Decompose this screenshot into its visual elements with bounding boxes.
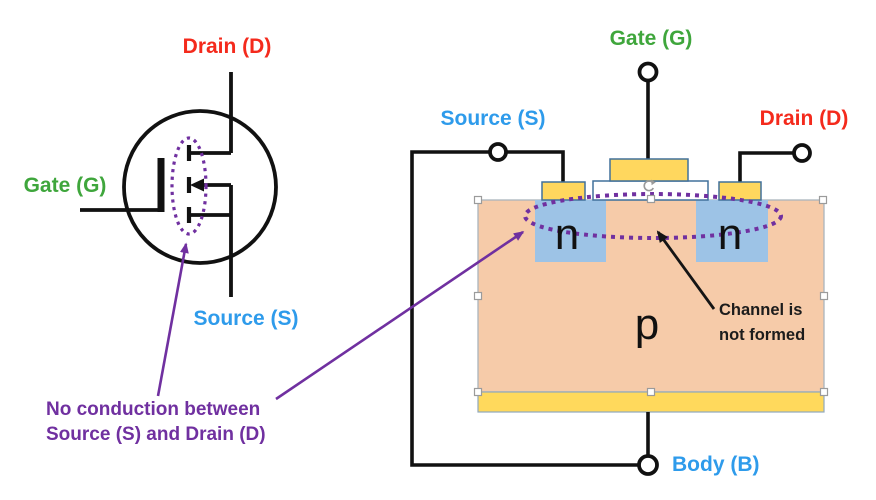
- section-body-label: Body (B): [672, 453, 760, 476]
- symbol-drain-label: Drain (D): [183, 35, 272, 58]
- handle-bottom-left[interactable]: [473, 387, 483, 397]
- handle-top-right[interactable]: [818, 195, 828, 205]
- mosfet-cross-section: n n p Gate (G) Source (S) Drain (D) Body…: [410, 27, 849, 476]
- no-conduction-line2: Source (S) and Drain (D): [46, 424, 266, 445]
- selection-handles: [473, 179, 829, 397]
- section-drain-label: Drain (D): [760, 107, 849, 130]
- rotate-handle-icon[interactable]: [643, 179, 656, 192]
- annotation-arrow-to-symbol: [156, 242, 189, 397]
- gate-terminal: [637, 61, 659, 83]
- p-substrate: [477, 199, 825, 393]
- n-region-left: [535, 200, 606, 262]
- no-conduction-line1: No conduction between: [46, 399, 260, 420]
- handle-bottom-right[interactable]: [819, 387, 829, 397]
- source-body-wire: [410, 150, 648, 467]
- symbol-body-arrowhead: [190, 178, 204, 192]
- drain-wire: [738, 151, 802, 183]
- handle-top-middle[interactable]: [646, 194, 656, 204]
- channel-note-line2: not formed: [719, 326, 805, 344]
- handle-mid-right[interactable]: [819, 291, 829, 301]
- symbol-source-label: Source (S): [193, 307, 298, 330]
- section-gate-label: Gate (G): [610, 27, 693, 50]
- n-right-label: n: [718, 210, 742, 259]
- channel-highlight-ellipse-symbol: [170, 136, 208, 236]
- channel-note-arrow: [656, 230, 716, 310]
- handle-bottom-middle[interactable]: [646, 387, 656, 397]
- no-conduction-annotation: No conduction between Source (S) and Dra…: [46, 230, 525, 445]
- symbol-gate-bar: [157, 158, 165, 212]
- source-terminal: [488, 142, 508, 162]
- body-terminal: [637, 454, 659, 476]
- handle-top-left[interactable]: [473, 195, 483, 205]
- annotation-arrow-to-section: [275, 230, 525, 401]
- gate-electrode: [609, 158, 689, 182]
- p-label: p: [635, 300, 659, 349]
- section-source-label: Source (S): [440, 107, 545, 130]
- channel-highlight-ellipse-section: [523, 192, 783, 240]
- n-left-label: n: [555, 210, 579, 259]
- symbol-circle: [122, 109, 278, 265]
- mosfet-symbol: Drain (D) Gate (G) Source (S): [24, 35, 299, 330]
- channel-note-line1: Channel is: [719, 301, 802, 319]
- symbol-gate-label: Gate (G): [24, 174, 107, 197]
- drain-terminal: [792, 143, 812, 163]
- handle-mid-left[interactable]: [473, 291, 483, 301]
